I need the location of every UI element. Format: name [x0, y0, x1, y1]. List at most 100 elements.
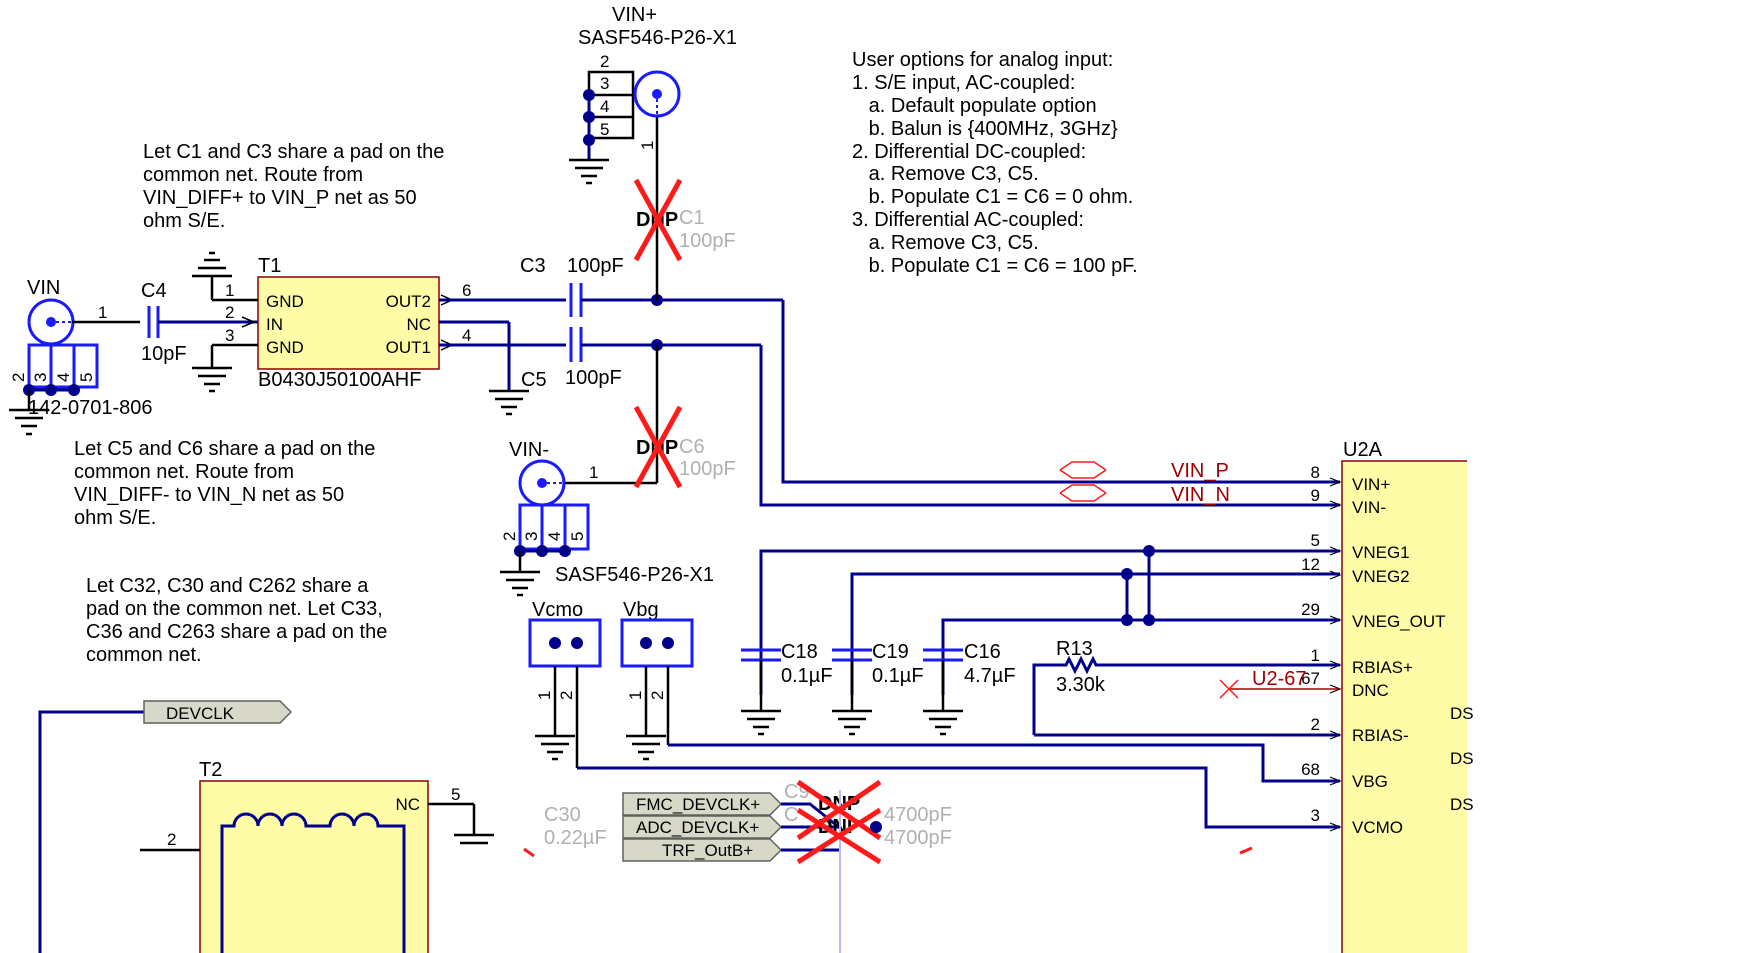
- coax-center: [46, 317, 56, 327]
- vin-label: VIN: [27, 277, 60, 299]
- ref-designator: C: [784, 804, 798, 826]
- cap-value: 100pF: [565, 367, 622, 389]
- pin-number: 1: [626, 691, 645, 700]
- pin-number: 3: [1311, 806, 1320, 825]
- pin-number: 3: [225, 326, 234, 345]
- pin-number: 3: [600, 74, 609, 93]
- ref-designator: T1: [258, 255, 281, 277]
- pin-number: 2: [648, 691, 667, 700]
- note-line: b. Populate C1 = C6 = 0 ohm.: [852, 186, 1133, 208]
- pin-number: 5: [77, 373, 96, 382]
- pin-name: RBIAS-: [1352, 726, 1409, 745]
- t1-body: [257, 276, 440, 370]
- note-line: 2. Differential DC-coupled:: [852, 141, 1086, 163]
- pin-number: 12: [1301, 555, 1320, 574]
- pin-header: [518, 503, 590, 551]
- pin-name: OUT1: [386, 338, 431, 357]
- pin-number: 3: [31, 373, 50, 382]
- vin-minus-connector: VIN- 1 2 3 4 5 SASF546-P26-X1: [500, 439, 714, 597]
- note-line: Let C5 and C6 share a pad on the: [74, 438, 375, 460]
- note-line: a. Default populate option: [852, 95, 1097, 117]
- note-line: C36 and C263 share a pad on the: [86, 621, 387, 643]
- pin-number: 4: [54, 373, 73, 382]
- cut-label: DS: [1450, 795, 1474, 814]
- pin-name: VCMO: [1352, 818, 1403, 837]
- part-number: SASF546-P26-X1: [578, 27, 737, 49]
- cap-value: 0.1µF: [781, 665, 833, 687]
- diff-pair-marker: [1059, 461, 1107, 502]
- pin-name: VIN+: [1352, 475, 1390, 494]
- t1-balun: T1 GND IN GND OUT2 NC OUT1 1 2 3 6 4 B04…: [192, 251, 566, 416]
- port-label: TRF_OutB+: [662, 841, 753, 860]
- connector-label: VIN+: [612, 4, 657, 26]
- part-number: 142-0701-806: [28, 397, 153, 419]
- pin-number: 2: [9, 373, 28, 382]
- vbg-header: Vbg 1 2: [620, 599, 694, 761]
- ref-designator: C5: [521, 369, 547, 391]
- devclk-port: DEVCLK: [38, 700, 293, 953]
- note-line: common net. Route from: [143, 164, 363, 186]
- note-c32: Let C32, C30 and C262 share a pad on the…: [86, 575, 387, 666]
- pin-number: 1: [638, 141, 657, 150]
- pin-name: VNEG_OUT: [1352, 612, 1446, 631]
- u2a-chip: U2A VIN+ VIN- VNEG1 VNEG2 VNEG_OUT RBIAS…: [1301, 439, 1756, 953]
- header-body: [528, 618, 602, 668]
- cap-value: 10pF: [141, 343, 187, 365]
- page-cutoff: [1467, 455, 1756, 953]
- header-body: [620, 618, 694, 668]
- ref-designator: C1: [679, 207, 705, 229]
- pin-name: OUT2: [386, 292, 431, 311]
- dnc-no-connect: U2-67: [1219, 668, 1340, 699]
- header-label: Vbg: [623, 599, 659, 621]
- port-label: ADC_DEVCLK+: [636, 818, 759, 837]
- cap-value: 100pF: [567, 255, 624, 277]
- resistor-r13: R13 3.30k: [1032, 638, 1340, 737]
- connector-label: VIN-: [509, 439, 549, 461]
- port-label: FMC_DEVCLK+: [636, 795, 760, 814]
- cut-label: DS: [1450, 749, 1474, 768]
- pin-name: VIN-: [1352, 498, 1386, 517]
- pin-number: 4: [545, 532, 564, 541]
- pin-number: 1: [589, 463, 598, 482]
- resistor-value: 3.30k: [1056, 674, 1106, 696]
- pin-number: 2: [600, 52, 609, 71]
- pin-number: 1: [535, 691, 554, 700]
- pin-number: 67: [1301, 669, 1320, 688]
- capacitor-c5: C5 100pF: [521, 327, 622, 391]
- cap-value: 100pF: [679, 458, 736, 480]
- vin-plus-connector: VIN+ SASF546-P26-X1 2 3 4 5 1: [569, 4, 737, 300]
- pin-name: VNEG1: [1352, 543, 1410, 562]
- pin-number: 1: [98, 303, 107, 322]
- capacitor-c19: C19 0.1µF: [832, 641, 924, 736]
- t2-transformer: T2 NC 5 2: [140, 759, 494, 953]
- part-number: B0430J50100AHF: [258, 369, 421, 391]
- vin-connector: VIN 1 2 3 4 5 142-0701-806: [9, 277, 153, 436]
- pin-number: 5: [600, 120, 609, 139]
- note-line: VIN_DIFF- to VIN_N net as 50: [74, 484, 344, 506]
- ref-designator: C18: [781, 641, 818, 663]
- pin-number: 5: [568, 532, 587, 541]
- ref-designator: T2: [199, 759, 222, 781]
- pin-number: 4: [462, 326, 471, 345]
- cut-label: DS: [1450, 704, 1474, 723]
- capacitor-c6-dnp: DNP C6 100pF: [633, 405, 736, 489]
- c30-ref: C30: [544, 804, 581, 826]
- t2-body: [199, 780, 429, 953]
- coax-symbol: [633, 70, 681, 118]
- net-label-vin-n: VIN_N: [1171, 484, 1230, 506]
- pin-name: GND: [266, 338, 304, 357]
- pin-number: 29: [1301, 600, 1320, 619]
- pin-number: 2: [557, 691, 576, 700]
- note-line: Let C1 and C3 share a pad on the: [143, 141, 444, 163]
- note-line: a. Remove C3, C5.: [852, 163, 1039, 185]
- capacitor-c4: C4 10pF: [141, 280, 258, 365]
- pin-name: GND: [266, 292, 304, 311]
- pin-number: 8: [1311, 463, 1320, 482]
- capacitor-c18: C18 0.1µF: [741, 641, 833, 736]
- ref-designator: C16: [964, 641, 1001, 663]
- cap-value: 4700pF: [884, 804, 952, 826]
- pin-number: 3: [522, 532, 541, 541]
- note-line: pad on the common net. Let C33,: [86, 598, 383, 620]
- pin-number: 2: [500, 532, 519, 541]
- note-line: 3. Differential AC-coupled:: [852, 209, 1084, 231]
